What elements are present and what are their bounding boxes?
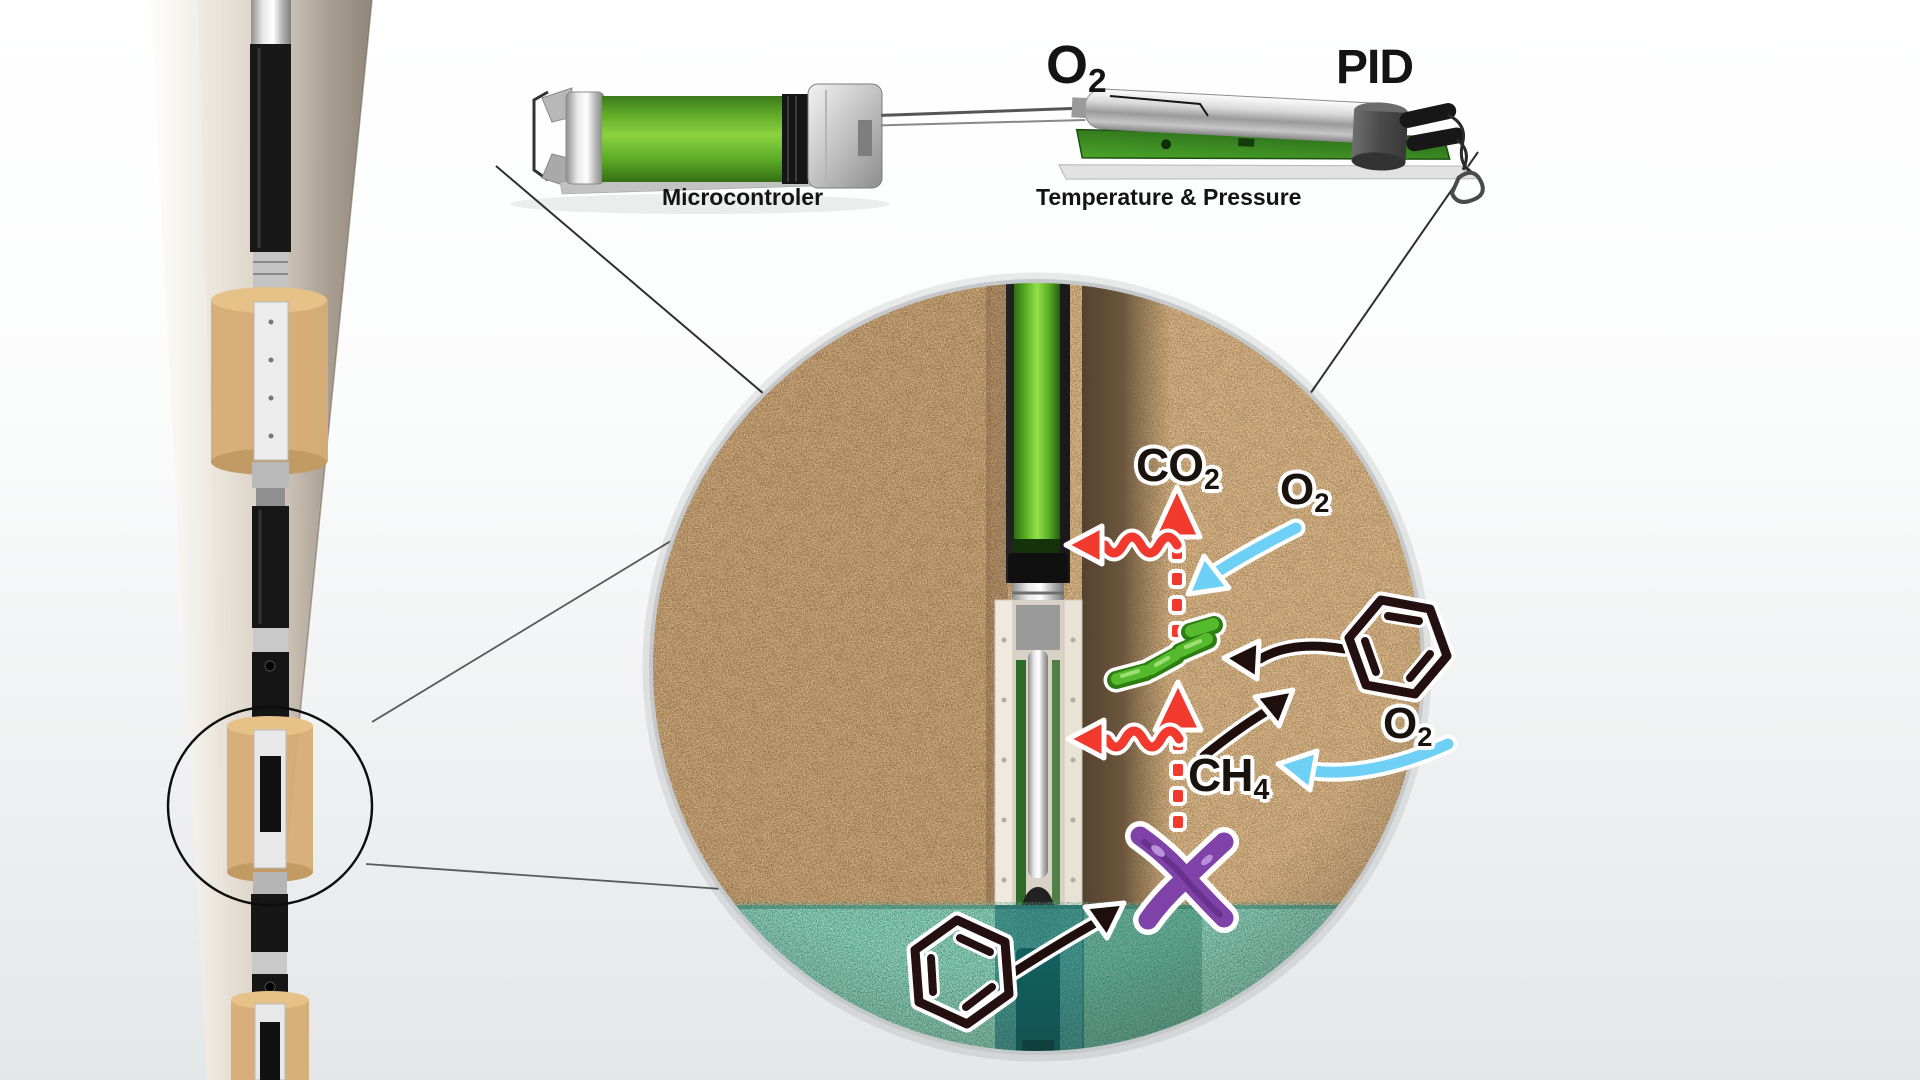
pid-sensor-body xyxy=(1351,110,1409,163)
sensor-cable xyxy=(1455,138,1468,171)
ch4-to-bacteria-arrow xyxy=(1196,687,1296,764)
probe-instrument-string xyxy=(211,0,328,1080)
cable-loop xyxy=(1449,170,1485,204)
benzene-to-chromosome-arrow xyxy=(1000,900,1127,984)
probe-filter-section xyxy=(227,716,313,882)
benzene-to-bacteria-arrow xyxy=(1221,638,1352,682)
microcontroller-label: Microcontroler xyxy=(662,184,824,210)
heat-arrow-upper xyxy=(1063,523,1186,567)
module-shadow xyxy=(510,194,890,214)
housing-end-cap xyxy=(565,91,605,185)
o2-arrow-lower xyxy=(1275,734,1458,793)
bacteria-icon xyxy=(1103,612,1227,693)
downhole-probe xyxy=(150,0,723,1080)
magnifier-ellipse xyxy=(166,705,374,907)
probe-top-cap xyxy=(251,0,291,46)
benzene-ring-icon xyxy=(906,911,1018,1033)
cable-connector xyxy=(1406,127,1465,152)
chromosome-icon xyxy=(1125,821,1239,935)
benzene-ring-icon xyxy=(1340,591,1456,703)
sled-wire xyxy=(532,90,549,182)
co2-label-main: CO xyxy=(1136,439,1204,491)
o2-label-leader xyxy=(1109,95,1209,117)
cable-connector xyxy=(1399,103,1457,128)
o2-upper-label: O2 xyxy=(1280,465,1329,516)
inset-wedge-line-right xyxy=(1309,151,1479,395)
o2-upper-main: O xyxy=(1280,465,1314,514)
o2-upper-sub: 2 xyxy=(1314,486,1329,518)
probe-filter-section xyxy=(211,287,328,475)
ch4-label-main: CH xyxy=(1188,749,1253,801)
probe-black-segment xyxy=(250,44,291,252)
probe-filter-section xyxy=(231,991,309,1080)
co2-label-sub: 2 xyxy=(1204,463,1220,496)
oxygen-sensor-board xyxy=(880,88,1485,204)
o2-lower-main: O xyxy=(1383,699,1417,748)
o2-label-main: O xyxy=(1046,35,1088,95)
probe-casing-sheen xyxy=(150,0,228,1080)
ch4-label-sub: 4 xyxy=(1253,773,1269,806)
o2-lower-sub: 2 xyxy=(1417,720,1432,752)
heat-arrow-lower xyxy=(1065,717,1188,761)
o2-label-top: O2 xyxy=(1046,35,1107,99)
sensor-module-inset xyxy=(495,83,1485,395)
co2-label: CO2 xyxy=(1136,439,1220,494)
green-housing-cylinder xyxy=(602,96,782,182)
pid-label: PID xyxy=(1336,41,1414,94)
ch4-label: CH4 xyxy=(1188,749,1269,804)
temperature-pressure-label: Temperature & Pressure xyxy=(1036,184,1302,210)
o2-label-sub: 2 xyxy=(1088,63,1107,101)
leader-line-lower xyxy=(365,863,723,890)
o2-arrow-upper xyxy=(1185,518,1306,597)
microcontroller-housing xyxy=(532,83,883,195)
inset-wedge-line-left xyxy=(495,165,765,395)
magnified-borehole-view xyxy=(642,272,1432,1062)
o2-lower-label: O2 xyxy=(1383,699,1432,750)
leader-line-upper xyxy=(371,529,690,723)
